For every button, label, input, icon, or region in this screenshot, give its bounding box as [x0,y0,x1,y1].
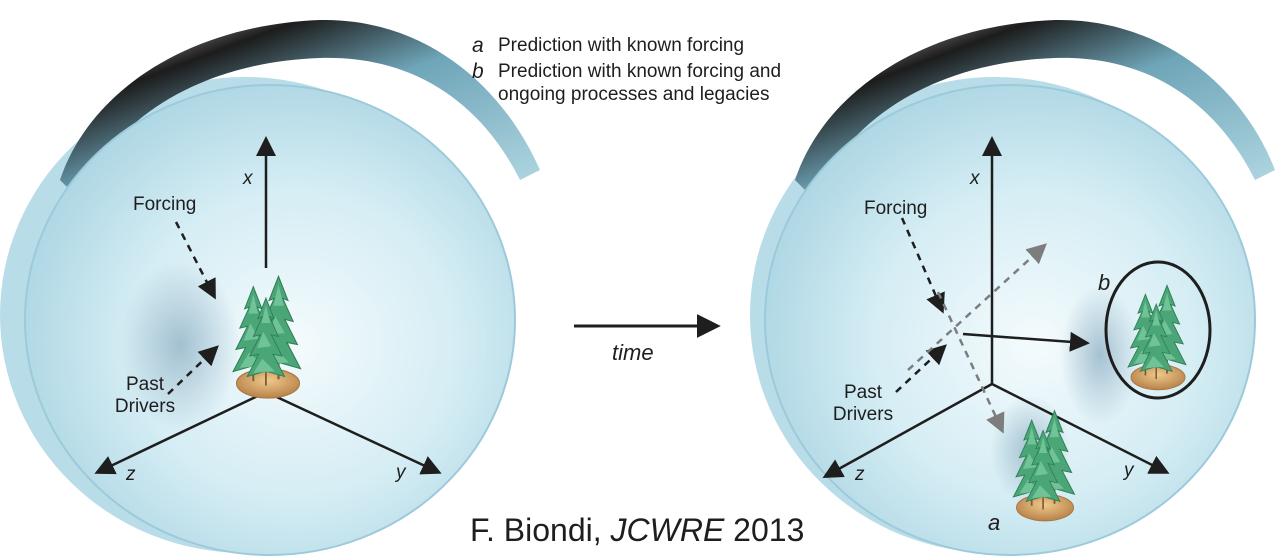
left-past-label: Past [125,374,165,395]
marker-a-label: a [988,510,1001,535]
right-disc [750,19,1275,556]
right-x-label: x [970,168,980,189]
left-y-axis [265,390,442,475]
legend: a Prediction with known forcing b Predic… [472,34,781,106]
right-past-label: Past [843,382,883,403]
citation-year: 2013 [733,512,805,548]
right-past-drivers-label: Past Drivers [824,382,902,426]
citation-journal: JCWRE [610,512,725,548]
left-y-label: y [396,462,406,483]
right-z-label: z [855,464,865,485]
right-past-drivers-arrow [895,344,947,393]
left-x-label: x [243,168,253,189]
marker-b-label: b [1098,270,1111,295]
legend-item-b: b Prediction with known forcing and ongo… [472,60,781,106]
citation: F. Biondi, JCWRE 2013 [470,512,804,549]
legend-text-a: Prediction with known forcing [498,35,745,56]
legend-text-b: Prediction with known forcing and ongoin… [498,60,781,106]
left-z-axis [94,390,267,475]
right-b-axis [962,331,1090,352]
left-forcing-label: Forcing [133,194,197,215]
citation-author: F. Biondi, [470,512,602,548]
left-disc [0,19,540,556]
left-forcing-arrow [174,221,216,300]
b-highlight-circle [1104,260,1212,400]
left-past-drivers-arrow [167,345,219,395]
left-past-drivers-label: Past Drivers [110,374,180,418]
legend-item-a: a Prediction with known forcing [472,34,781,57]
right-forcing-label: Forcing [864,198,928,219]
legend-text-b-line2: ongoing processes and legacies [498,84,770,105]
time-label: time [612,340,654,365]
right-axes [822,136,1170,478]
right-y-label: y [1124,460,1134,481]
left-axes [94,136,442,475]
right-y-axis [991,382,1170,474]
left-drivers-label: Drivers [114,396,176,417]
b-grove-shadow [1060,285,1140,425]
left-z-label: z [126,464,136,485]
right-z-axis [822,382,993,478]
gray-dashed-axis-up [907,243,1047,371]
right-drivers-label: Drivers [832,404,894,425]
legend-text-b-line1: Prediction with known forcing and [498,61,782,82]
legend-key-a: a [472,34,484,57]
legend-key-b: b [472,60,484,83]
right-forcing-arrow [900,217,945,314]
grove-shadow [120,260,240,430]
